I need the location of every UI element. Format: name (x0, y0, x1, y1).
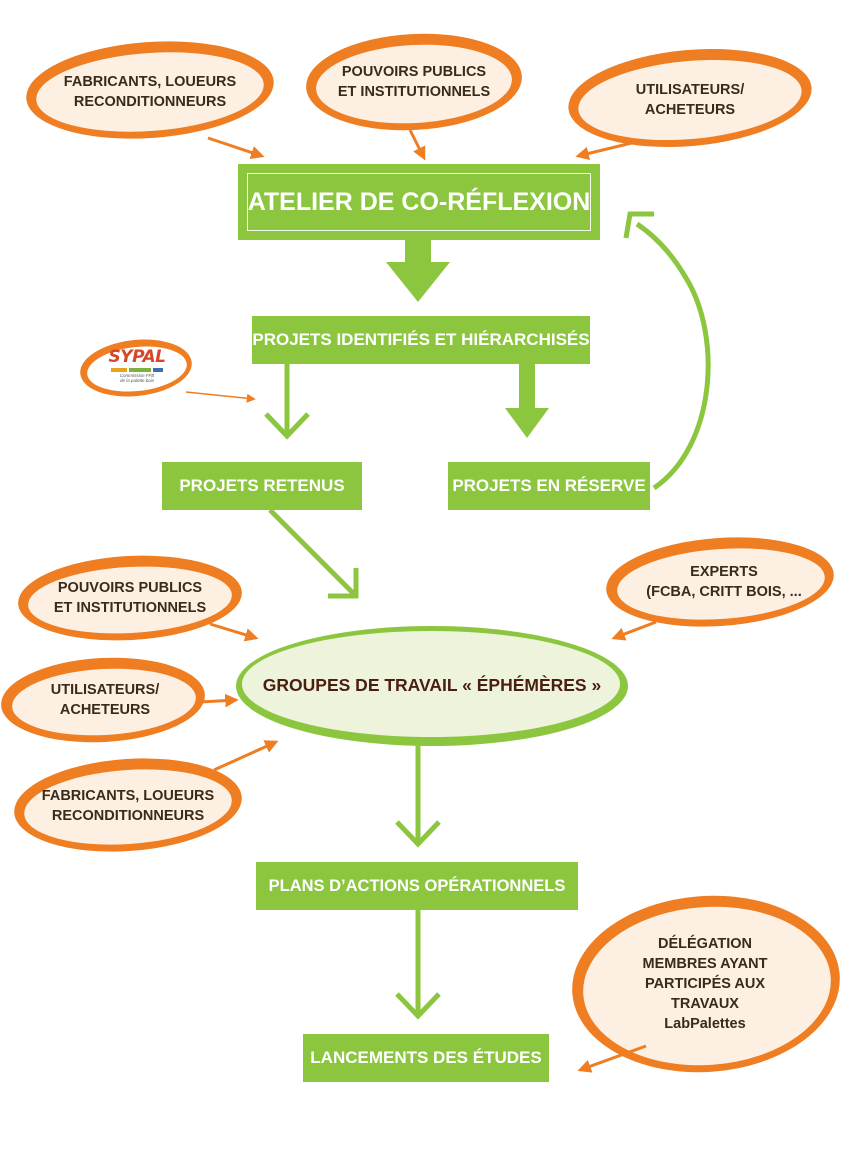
utilisateurs-groups-text: UTILISATEURS/ ACHETEURS (20, 678, 190, 722)
fabricants-top-line-2: RECONDITIONNEURS (73, 94, 227, 110)
atelier-inner-border (247, 173, 591, 231)
atelier-box: ATELIER DE CO-RÉFLEXION (238, 164, 600, 240)
groupes-label: GROUPES DE TRAVAIL « ÉPHÉMÈRES » (262, 674, 602, 695)
bubble-fabricants-top (26, 41, 274, 139)
arrow-experts-to-groupes (611, 620, 657, 641)
bubble-delegation (572, 895, 840, 1073)
projets-identifies-label: PROJETS IDENTIFIÉS ET HIÉRARCHISÉS (252, 330, 590, 349)
plans-box: PLANS D’ACTIONS OPÉRATIONNELS (256, 862, 578, 910)
projets-reserve-box: PROJETS EN RÉSERVE (448, 462, 650, 510)
utilisateurs-top-line-1: UTILISATEURS/ (635, 82, 745, 98)
groupes-ellipse (236, 626, 628, 746)
pouvoirs-groups-line-1: POUVOIRS PUBLICS (57, 580, 203, 596)
sypal-logo-bar (111, 368, 163, 372)
lancements-label: LANCEMENTS DES ÉTUDES (310, 1048, 542, 1067)
arrow-reserve-to-atelier (635, 221, 711, 491)
arrow-atelier-to-projets (386, 240, 450, 302)
arrow-pouvoirs-to-atelier (408, 129, 426, 161)
pouvoirs-groups-text: POUVOIRS PUBLICS ET INSTITUTIONNELS (40, 576, 220, 620)
fabricants-top-line-1: FABRICANTS, LOUEURS (63, 74, 237, 90)
fabricants-top-text: FABRICANTS, LOUEURS RECONDITIONNEURS (40, 70, 260, 114)
atelier-label: ATELIER DE CO-RÉFLEXION (247, 187, 591, 216)
bubble-pouvoirs-groups (18, 555, 242, 641)
delegation-line-4: TRAVAUX (671, 996, 739, 1012)
arrow-plans-to-lancements (395, 910, 441, 1020)
arrow-fabricants-to-atelier (207, 136, 265, 159)
plans-label: PLANS D’ACTIONS OPÉRATIONNELS (268, 876, 566, 895)
delegation-text: DÉLÉGATION MEMBRES AYANT PARTICIPÉS AUX … (600, 928, 810, 1040)
arrow-sypal-to-retenus (185, 391, 256, 403)
fabricants-groups-text: FABRICANTS, LOUEURS RECONDITIONNEURS (20, 784, 236, 828)
experts-line-1: EXPERTS (690, 564, 758, 580)
projets-retenus-label: PROJETS RETENUS (179, 476, 345, 495)
pouvoirs-top-line-1: POUVOIRS PUBLICS (341, 64, 487, 80)
bubble-experts (606, 537, 834, 627)
arrow-utilisateurs-to-atelier (575, 139, 641, 161)
pouvoirs-top-line-2: ET INSTITUTIONNELS (337, 84, 491, 100)
arrow-fabricants-to-groupes (213, 740, 279, 772)
projets-reserve-label: PROJETS EN RÉSERVE (452, 476, 646, 495)
delegation-line-5: LabPalettes (664, 1016, 746, 1032)
experts-line-2: (FCBA, CRITT BOIS, ... (646, 584, 802, 600)
bubble-utilisateurs-groups (1, 657, 205, 743)
sypal-logo-tagline-2: de la palette bois (119, 378, 155, 383)
arrow-groupes-to-plans (395, 746, 441, 848)
projets-retenus-box: PROJETS RETENUS (162, 462, 362, 510)
sypal-logo-tagline-1: Commission FFB (119, 373, 155, 378)
pouvoirs-groups-line-2: ET INSTITUTIONNELS (53, 600, 207, 616)
bubble-utilisateurs-top (568, 49, 812, 147)
arrow-to-projets-reserve (505, 364, 549, 438)
experts-text: EXPERTS (FCBA, CRITT BOIS, ... (626, 560, 822, 604)
fabricants-groups-line-1: FABRICANTS, LOUEURS (41, 788, 215, 804)
sypal-logo: SYPAL Commission FFB de la palette bois (84, 342, 190, 390)
delegation-line-2: MEMBRES AYANT (642, 956, 768, 972)
bubble-pouvoirs-top (306, 33, 522, 131)
delegation-line-1: DÉLÉGATION (658, 936, 752, 952)
bubble-fabricants-groups (14, 758, 242, 852)
arrow-utilisateurs-to-groupes (199, 693, 239, 708)
arrow-retenus-to-groupes (268, 508, 359, 599)
sypal-logo-word: SYPAL (108, 347, 166, 367)
projets-identifies-box: PROJETS IDENTIFIÉS ET HIÉRARCHISÉS (252, 316, 590, 364)
delegation-line-3: PARTICIPÉS AUX (644, 976, 766, 992)
arrowhead-reserve-to-atelier (623, 211, 654, 239)
arrow-pouvoirs-to-groupes (209, 622, 259, 642)
utilisateurs-top-line-2: ACHETEURS (644, 102, 736, 118)
utilisateurs-groups-line-1: UTILISATEURS/ (50, 682, 160, 698)
lancements-box: LANCEMENTS DES ÉTUDES (303, 1034, 549, 1082)
arrow-delegation-to-lancements (577, 1044, 647, 1073)
utilisateurs-groups-line-2: ACHETEURS (59, 702, 151, 718)
arrow-to-projets-retenus (264, 364, 310, 440)
utilisateurs-top-text: UTILISATEURS/ ACHETEURS (600, 78, 780, 122)
fabricants-groups-line-2: RECONDITIONNEURS (51, 808, 205, 824)
pouvoirs-top-text: POUVOIRS PUBLICS ET INSTITUTIONNELS (318, 60, 510, 104)
